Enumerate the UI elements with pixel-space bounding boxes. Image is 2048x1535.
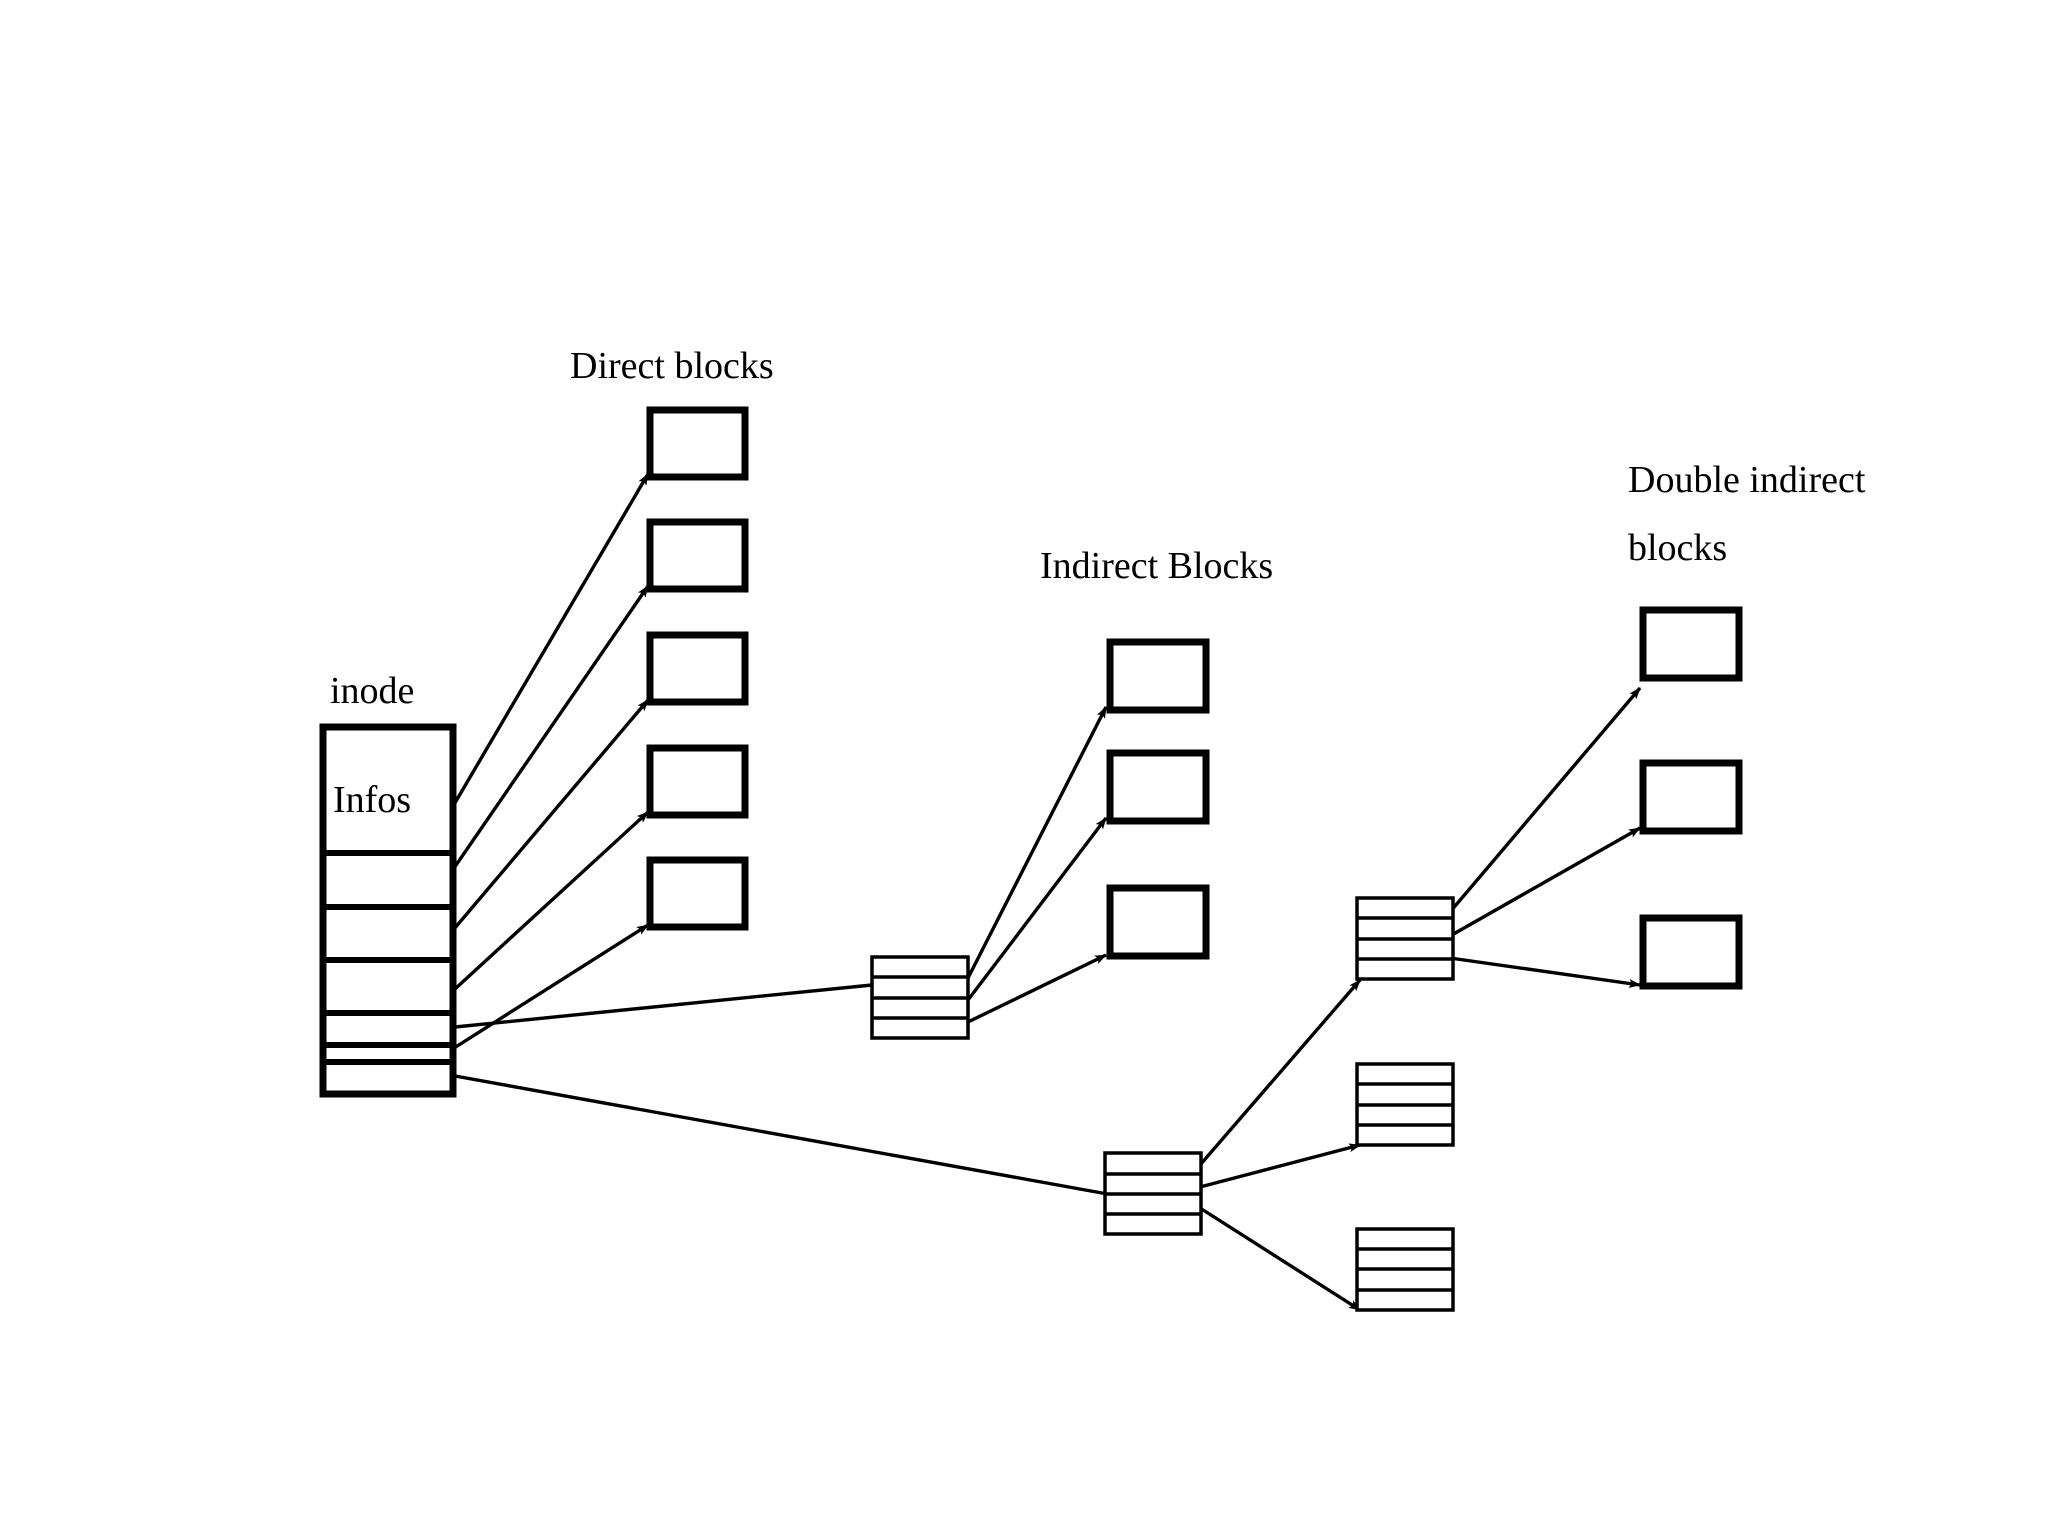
indirect-block-1[interactable] [1106, 638, 1210, 714]
indirect-pointer-table[interactable] [870, 955, 970, 1040]
indirect-blocks-group [1106, 638, 1210, 960]
inode-label: inode [330, 670, 414, 712]
indirect-block-3[interactable] [1106, 884, 1210, 960]
connector-group-indirect-to-blocks [966, 706, 1108, 1024]
connector-group-direct [430, 473, 650, 1064]
indirect-blocks-label: Indirect Blocks [1040, 545, 1273, 587]
arrow-inode-to-direct-block-3 [430, 698, 650, 957]
arrow-dblindirect-to-subtable-2 [1199, 1143, 1361, 1189]
arrow-inode-to-direct-block-2 [430, 585, 650, 901]
inode-infos-cell-label: Infos [333, 779, 411, 821]
direct-block-4[interactable] [646, 744, 749, 819]
connector-group-double-indirect [1198, 978, 1362, 1312]
arrow-dblindirect-to-subtable-1 [1198, 978, 1362, 1167]
arrow-subtable-to-dblblock-2 [1449, 826, 1641, 938]
arrow-subtable-to-dblblock-3 [1449, 956, 1641, 988]
double-indirect-blocks-group [1639, 606, 1743, 990]
arrow-inode-to-direct-block-5 [431, 923, 649, 1064]
double-indirect-block-2[interactable] [1639, 759, 1743, 835]
arrow-inode-to-direct-block-4 [430, 810, 650, 1012]
arrow-inode-to-double-indirect-table [454, 1074, 1114, 1197]
double-indirect-pointer-table[interactable] [1103, 1151, 1203, 1236]
double-indirect-subtable-1[interactable] [1355, 896, 1455, 981]
double-indirect-blocks-label-line1: Double indirect [1628, 459, 1866, 501]
double-indirect-subtable-2[interactable] [1355, 1062, 1455, 1147]
direct-block-3[interactable] [646, 631, 749, 706]
arrow-dblindirect-to-subtable-3 [1199, 1206, 1361, 1312]
arrow-indirect-to-block-1 [966, 706, 1108, 979]
double-indirect-subtable-3[interactable] [1355, 1227, 1455, 1312]
double-indirect-blocks-label-line2: blocks [1628, 527, 1727, 569]
arrow-subtable-to-dblblock-1 [1448, 686, 1642, 914]
direct-block-5[interactable] [646, 856, 749, 931]
direct-blocks-label: Direct blocks [570, 345, 774, 387]
direct-blocks-group [646, 406, 749, 931]
arrow-inode-to-indirect-table [454, 983, 873, 1029]
inode-table[interactable]: Infos [319, 723, 457, 1098]
direct-block-1[interactable] [646, 406, 749, 481]
indirect-block-2[interactable] [1106, 749, 1210, 825]
arrow-inode-to-direct-block-1 [430, 473, 650, 843]
connector-group-subtable-to-blocks [1448, 686, 1642, 988]
direct-block-2[interactable] [646, 518, 749, 593]
double-indirect-block-3[interactable] [1639, 914, 1743, 990]
arrow-indirect-to-block-2 [966, 816, 1108, 1002]
connector-group-indirect [454, 983, 1114, 1197]
double-indirect-block-1[interactable] [1639, 606, 1743, 682]
inode-outer-box[interactable] [319, 723, 457, 1098]
arrow-indirect-to-block-3 [967, 953, 1107, 1024]
